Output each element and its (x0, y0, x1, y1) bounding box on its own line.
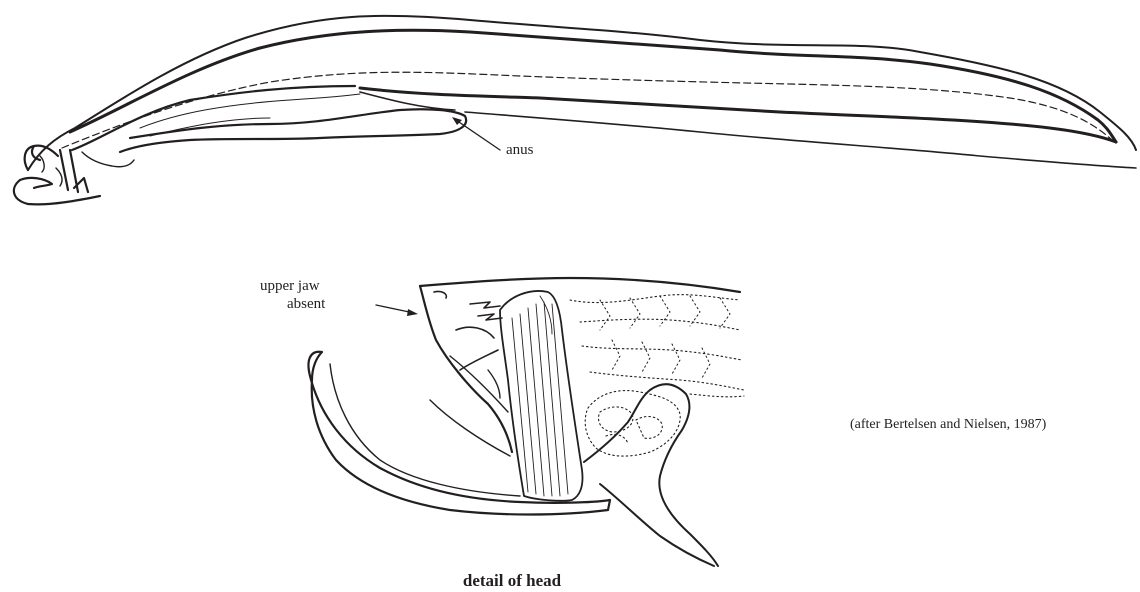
upper-jaw-pointer-arrowhead (407, 309, 418, 316)
throat-lines (430, 356, 510, 456)
whole-fish-drawing (14, 16, 1136, 205)
fish-belly-outline (72, 86, 466, 152)
anus-label: anus (506, 142, 534, 158)
anus-pointer-line (456, 120, 500, 150)
pectoral-fin-outline (600, 484, 714, 566)
fish-head-outline (14, 146, 100, 205)
fish-ventral-line (360, 88, 1116, 142)
upper-jaw-label-line2: absent (287, 296, 326, 312)
myomere-stipple (570, 295, 744, 397)
gill-bone-striations (512, 296, 568, 496)
myomere-chevrons (600, 296, 730, 378)
credit-text: (after Bertelsen and Nielsen, 1987) (850, 417, 1047, 432)
fish-gut-detail (140, 94, 360, 136)
head-right-body-outline (584, 384, 718, 566)
fish-lateral-line (62, 72, 1112, 148)
lower-jaw-outline (309, 352, 611, 515)
head-detail-drawing (309, 278, 745, 566)
lower-jaw-inner-edge (330, 364, 520, 496)
head-dorsal-outline (420, 278, 740, 292)
fish-head-detail (40, 152, 134, 186)
snout-detail (434, 291, 502, 370)
upper-jaw-label-line1: upper jaw (260, 278, 320, 294)
stippled-organ (585, 391, 680, 457)
fish-ventral-fin-fold (360, 92, 1136, 168)
detail-caption: detail of head (463, 571, 562, 590)
